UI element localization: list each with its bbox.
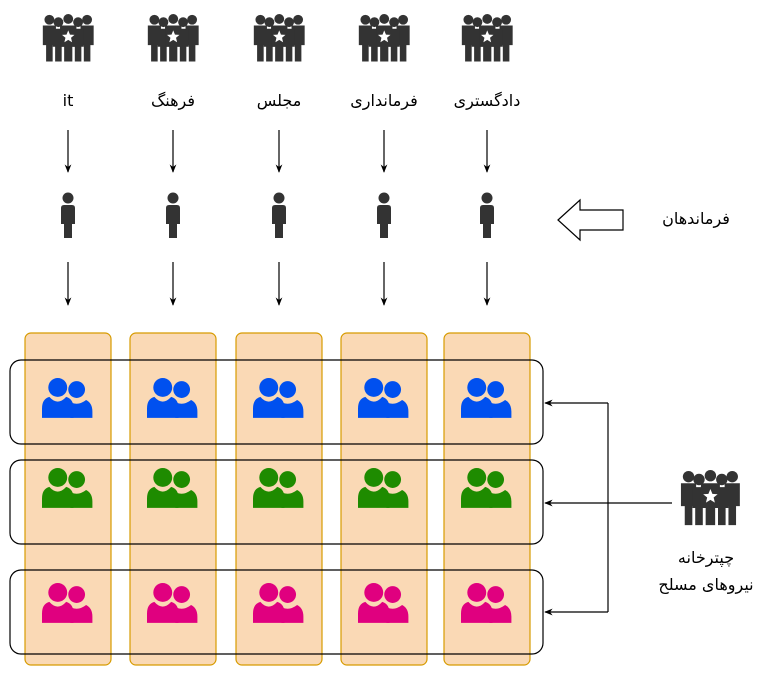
person-icon — [377, 192, 391, 238]
hq-label-line2: نیروهای مسلح — [658, 575, 754, 594]
group-star-icon — [42, 14, 94, 62]
group-star-icon — [358, 14, 410, 62]
row-band-3 — [9, 569, 544, 655]
column-label: فرهنگ — [150, 91, 196, 110]
group-star-icon — [461, 14, 513, 62]
connector-trunk — [607, 403, 672, 612]
person-icon — [480, 192, 494, 238]
commanders-label: فرماندهان — [662, 209, 730, 228]
column-label: مجلس — [256, 91, 302, 110]
group-star-icon — [253, 14, 305, 62]
person-icon — [61, 192, 75, 238]
group-star-icon — [680, 470, 740, 526]
column-label: دادگستری — [453, 91, 521, 110]
person-icon — [166, 192, 180, 238]
row-band-1 — [9, 359, 544, 445]
column-label: it — [62, 91, 74, 110]
column-label: فرمانداری — [350, 91, 418, 110]
row-band-2 — [9, 459, 544, 545]
hq-label-line1: چپترخانه — [677, 548, 735, 567]
group-star-icon — [147, 14, 199, 62]
person-icon — [272, 192, 286, 238]
hollow-left-arrow-icon — [557, 198, 624, 242]
